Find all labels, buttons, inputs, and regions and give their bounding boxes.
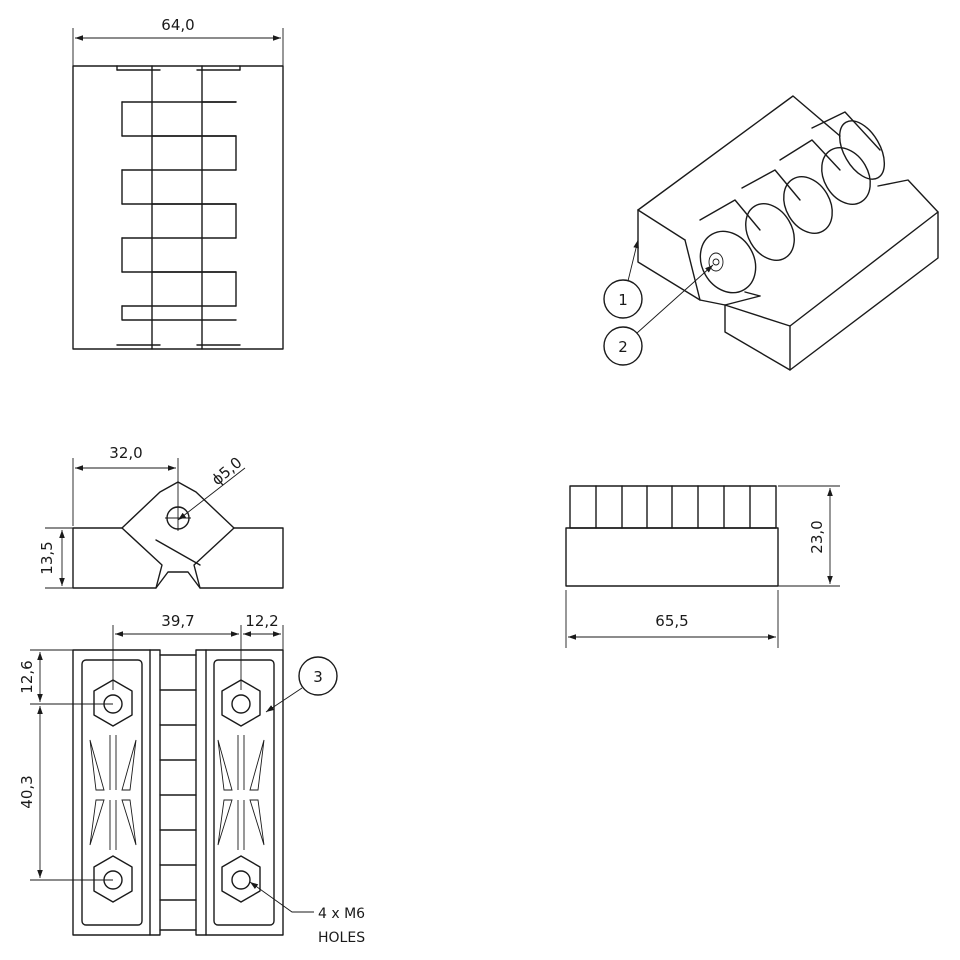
balloon-2-label: 2 [618, 338, 628, 356]
dim-top-width-label: 64,0 [161, 16, 194, 34]
dim-side-width-label: 32,0 [109, 444, 142, 462]
dim-hole-spacing-x-label: 39,7 [161, 612, 194, 630]
iso-back-leaf [637, 95, 841, 301]
dim-front-height-label: 23,0 [808, 520, 826, 553]
front-view-outline [565, 485, 779, 587]
side-view: 32,0 ϕ5,0 13,5 [38, 444, 284, 589]
dim-hole-spacing-y-label: 40,3 [18, 775, 36, 808]
holes-note-line1: 4 x M6 [318, 906, 365, 922]
hex-socket-bottom-left [93, 855, 133, 903]
dim-front-width-label: 65,5 [655, 612, 688, 630]
side-view-outline [72, 481, 284, 589]
iso-front-leaf [724, 179, 939, 371]
dim-edge-offset-y-label: 12,6 [18, 660, 36, 693]
dim-front-width: 65,5 [565, 590, 779, 648]
top-view-outline [72, 65, 284, 350]
dim-hole-diameter: ϕ5,0 [177, 453, 245, 521]
dim-edge-offset-x-label: 12,2 [245, 612, 278, 630]
isometric-view: 1 2 [603, 95, 939, 371]
dim-hole-spacing-y: 12,6 40,3 [18, 649, 113, 881]
balloon-3: 3 [265, 656, 338, 713]
dim-side-height-label: 13,5 [38, 541, 56, 574]
dim-hole-spacing-x: 39,7 12,2 [112, 612, 284, 690]
bottom-view: 39,7 12,2 12,6 40,3 [18, 612, 365, 946]
top-view: 64,0 [72, 16, 284, 350]
hex-socket-bottom-right [221, 855, 261, 903]
holes-note-line2: HOLES [318, 930, 365, 946]
balloon-2: 2 [603, 264, 714, 366]
dim-hole-label: ϕ5,0 [208, 453, 245, 488]
holes-note: 4 x M6 HOLES [249, 881, 365, 946]
bottom-leaf-left [81, 659, 143, 926]
front-view: 23,0 65,5 [565, 485, 840, 648]
dim-top-width: 64,0 [72, 16, 284, 66]
iso-knuckles [699, 111, 886, 306]
bottom-leaf-right [213, 659, 275, 926]
top-view-knuckles [121, 65, 237, 350]
dim-front-height: 23,0 [778, 485, 840, 587]
balloon-1-label: 1 [618, 291, 628, 309]
balloon-3-label: 3 [313, 668, 323, 686]
balloon-1: 1 [603, 239, 643, 319]
dim-side-width: 32,0 [72, 444, 179, 526]
hex-socket-top-right [221, 679, 261, 727]
hex-socket-top-left [93, 679, 133, 727]
bottom-view-outline [72, 649, 284, 936]
dim-side-height: 13,5 [38, 527, 73, 589]
